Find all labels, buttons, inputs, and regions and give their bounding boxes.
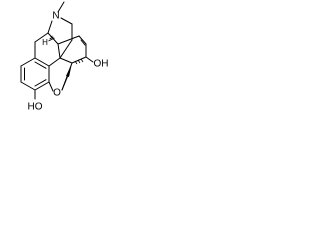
bond-c10-c9 — [34, 32, 49, 43]
atom-label-o-bridge: O — [53, 88, 61, 99]
atom-label-ho: HO — [28, 102, 43, 113]
atom-label-oh: OH — [94, 59, 109, 70]
bond-ar-6 — [34, 57, 50, 67]
bond-c8-c7 — [78, 35, 87, 45]
bond-ar-1 — [20, 57, 36, 67]
bond-ar-3 — [20, 81, 36, 91]
bond-c14-c13 — [57, 43, 61, 59]
bond-c5-wedge-line — [61, 76, 68, 91]
bond-c13-c12 — [48, 57, 61, 67]
bond-c6-oh — [85, 56, 94, 63]
molecule-structure: N H O OH HO — [20, 1, 109, 113]
atom-label-n: N — [52, 11, 59, 22]
bond-n-c16 — [60, 17, 73, 25]
bond-c8-c7-inner — [80, 39, 86, 46]
bond-ar-4 — [34, 81, 50, 91]
bond-ar-4-inner — [34, 79, 47, 87]
bond-c13-c15 — [59, 39, 73, 59]
bond-ar-6-inner — [34, 61, 47, 69]
bond-c14-c8 — [57, 35, 80, 45]
bond-c6-c5 — [71, 56, 87, 64]
bond-c9-n — [47, 20, 53, 34]
wedge-bond-c5 — [66, 63, 72, 77]
hash-bond-c6 — [74, 58, 84, 65]
hash-bond-h — [48, 35, 55, 42]
bond-n-me — [57, 1, 65, 13]
atom-label-h: H — [42, 38, 48, 47]
bond-c13-c5 — [59, 57, 73, 64]
bond-c4-o — [48, 81, 54, 92]
